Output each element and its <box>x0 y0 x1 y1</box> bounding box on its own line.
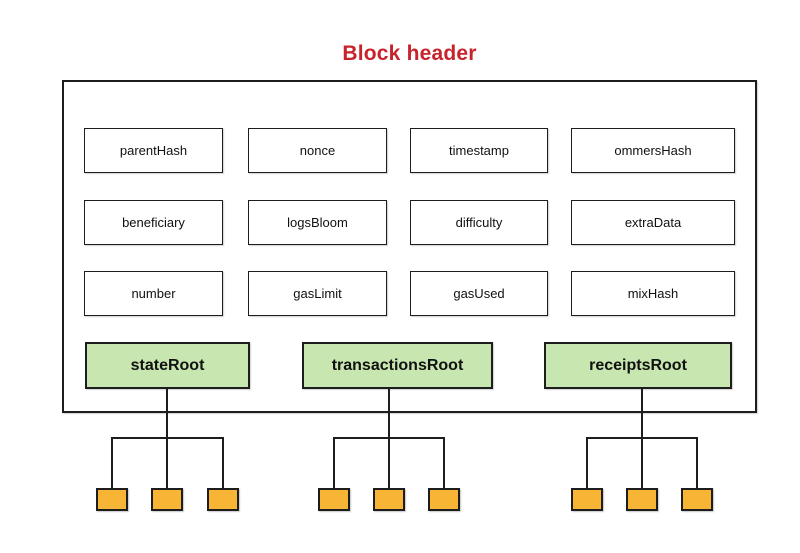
field-number: number <box>84 271 223 316</box>
leaf-node <box>207 488 239 511</box>
leaf-node <box>96 488 128 511</box>
root-transactions-root: transactionsRoot <box>302 342 493 389</box>
connector-line <box>388 439 390 488</box>
connector-line <box>111 439 113 488</box>
root-receipts-root: receiptsRoot <box>544 342 732 389</box>
leaf-node <box>151 488 183 511</box>
connector-line <box>111 437 224 439</box>
connector-line <box>586 437 698 439</box>
leaf-node <box>373 488 405 511</box>
connector-line <box>696 439 698 488</box>
diagram-title: Block header <box>342 42 477 65</box>
leaf-node <box>626 488 658 511</box>
field-gas-limit: gasLimit <box>248 271 387 316</box>
field-timestamp: timestamp <box>410 128 548 173</box>
field-ommers-hash: ommersHash <box>571 128 735 173</box>
connector-line <box>222 439 224 488</box>
connector-line <box>166 389 168 439</box>
connector-line <box>166 439 168 488</box>
root-state-root: stateRoot <box>85 342 250 389</box>
field-difficulty: difficulty <box>410 200 548 245</box>
connector-line <box>333 437 445 439</box>
field-beneficiary: beneficiary <box>84 200 223 245</box>
field-nonce: nonce <box>248 128 387 173</box>
connector-line <box>388 389 390 439</box>
field-logs-bloom: logsBloom <box>248 200 387 245</box>
connector-line <box>586 439 588 488</box>
field-gas-used: gasUsed <box>410 271 548 316</box>
leaf-node <box>318 488 350 511</box>
connector-line <box>333 439 335 488</box>
connector-line <box>641 439 643 488</box>
leaf-node <box>428 488 460 511</box>
leaf-node <box>681 488 713 511</box>
field-parent-hash: parentHash <box>84 128 223 173</box>
leaf-node <box>571 488 603 511</box>
connector-line <box>641 389 643 439</box>
connector-line <box>443 439 445 488</box>
field-mix-hash: mixHash <box>571 271 735 316</box>
field-extra-data: extraData <box>571 200 735 245</box>
